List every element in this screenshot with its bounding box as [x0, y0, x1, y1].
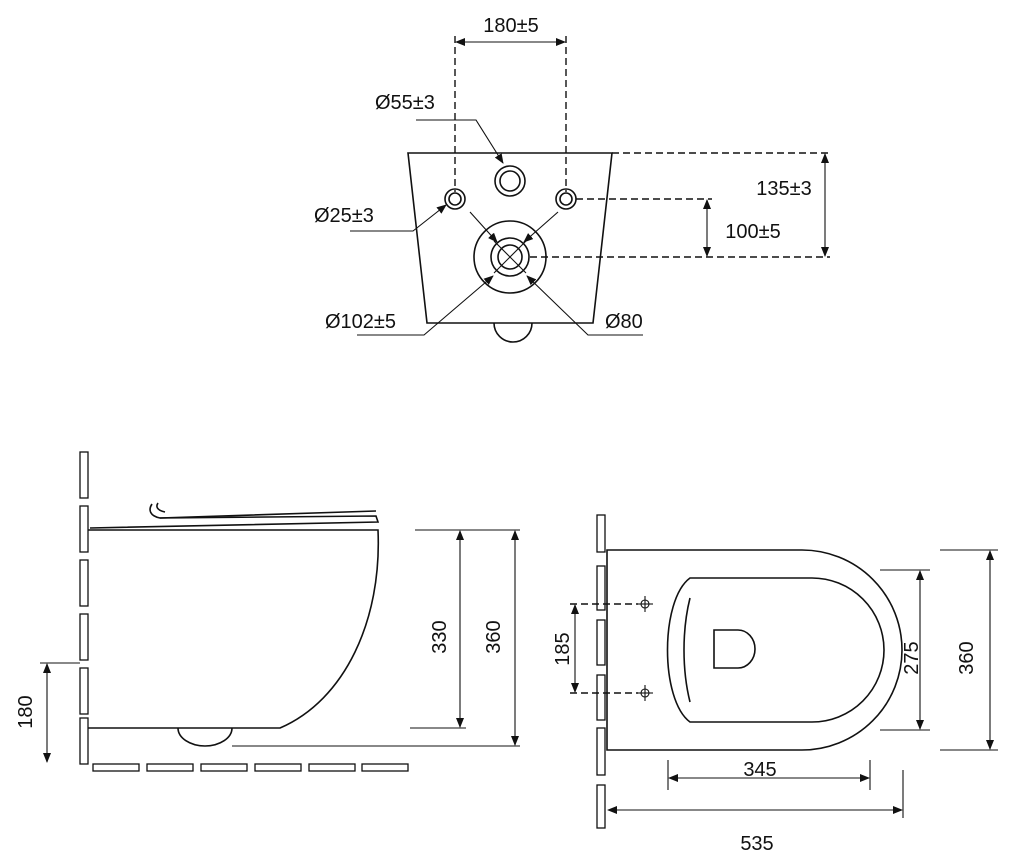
dim-bowl-width: 360	[956, 641, 978, 674]
bolt-hole-left	[444, 188, 466, 210]
bolt-crosshair-top	[637, 596, 653, 612]
plan-wall	[596, 514, 606, 829]
seat-hinge-line	[683, 597, 691, 703]
dim-total-height: 360	[483, 620, 505, 653]
dim-seat-width: 275	[901, 641, 923, 674]
dim-inlet-diameter: Ø55±3	[375, 92, 435, 114]
wall	[79, 451, 89, 765]
rear-outline	[407, 152, 613, 324]
bowl-plan-outline	[606, 549, 903, 751]
dim-hole-spacing: 180±5	[483, 15, 538, 37]
plan-view: 185 275 360 345 535	[552, 514, 998, 855]
seat-opening	[666, 577, 885, 723]
bolt-crosshair-bottom	[637, 685, 653, 701]
rear-view: 180±5 Ø55±3 Ø25±3 Ø102±5 Ø80 135±3 100±5	[314, 15, 830, 343]
dim-outlet-inner: Ø80	[605, 311, 643, 333]
dim-outlet-outer: Ø102±5	[325, 311, 396, 333]
side-view: 330 360 180	[15, 451, 520, 772]
dim-top-to-outlet: 135±3	[756, 178, 811, 200]
dim-seat-length: 345	[743, 759, 776, 781]
outlet-bump	[493, 322, 533, 343]
seat-lid	[89, 502, 380, 529]
dim-bowl-height: 330	[429, 620, 451, 653]
floor	[92, 763, 409, 772]
dim-outlet-height: 180	[15, 695, 37, 728]
dim-total-length: 535	[740, 833, 773, 855]
flush-hole	[713, 629, 756, 669]
dim-bolt-to-outlet: 100±5	[725, 221, 780, 243]
bowl-side-outline	[88, 529, 380, 729]
inlet-hole	[494, 165, 526, 197]
side-outlet-bump	[177, 727, 233, 747]
dim-bolt-hole-diameter: Ø25±3	[314, 205, 374, 227]
dim-bolt-spacing: 185	[552, 632, 574, 665]
